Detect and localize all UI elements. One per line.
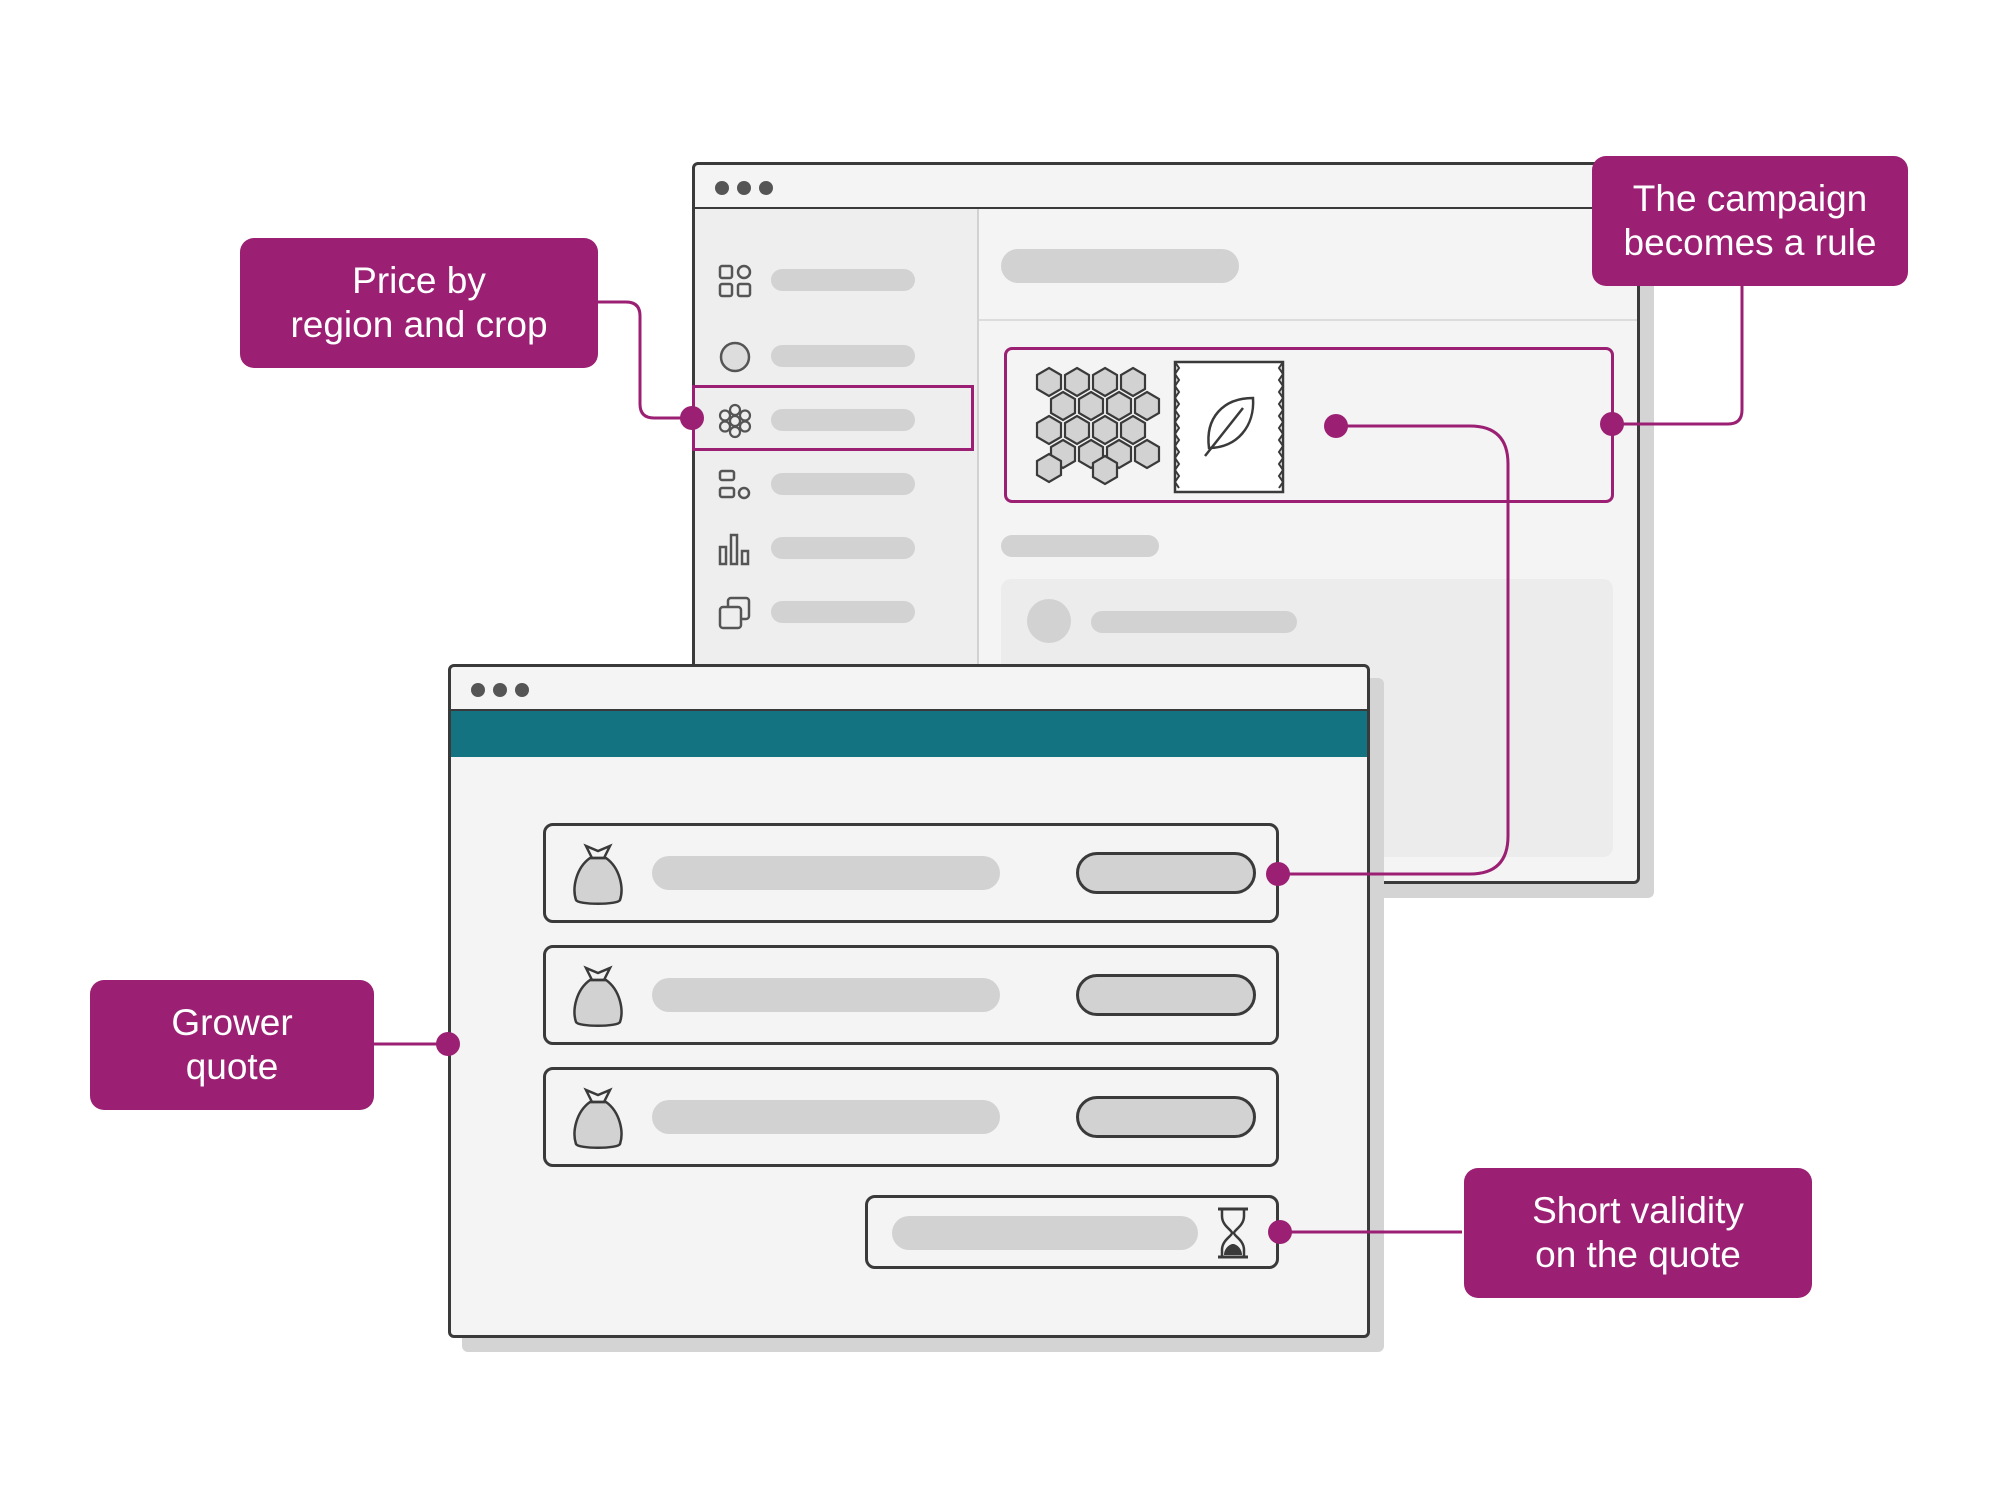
sidebar-item-copies[interactable] <box>695 581 975 645</box>
bar-chart-icon <box>718 533 750 566</box>
seed-bag-icon <box>573 843 623 905</box>
panel-text-placeholder <box>1091 611 1297 633</box>
window-dot[interactable] <box>515 683 529 697</box>
window-dot[interactable] <box>471 683 485 697</box>
quote-row[interactable] <box>543 823 1279 923</box>
quote-header-bar <box>451 711 1367 757</box>
sidebar-item-shapes[interactable] <box>695 453 975 517</box>
window-dot[interactable] <box>715 181 729 195</box>
window-dot[interactable] <box>737 181 751 195</box>
avatar <box>1027 599 1071 643</box>
seed-bag-icon <box>573 1087 623 1149</box>
sidebar-item-label <box>771 269 915 291</box>
circle-icon <box>719 341 751 373</box>
seed-bag-icon <box>573 965 623 1027</box>
sidebar-item-label <box>771 345 915 367</box>
quote-item-placeholder <box>652 856 1000 890</box>
flower-icon <box>718 403 752 439</box>
callout-text: The campaign becomes a rule <box>1623 178 1877 263</box>
callout-short-validity: Short validity on the quote <box>1464 1168 1812 1298</box>
quote-row[interactable] <box>543 1067 1279 1167</box>
connector-dot <box>680 406 704 430</box>
connector-campaign-to-quote <box>1278 424 1510 876</box>
seed-packet-leaf-icon <box>1173 360 1285 494</box>
sidebar-item-crops[interactable] <box>695 389 975 453</box>
quote-window <box>448 664 1370 1338</box>
quote-item-placeholder <box>652 1100 1000 1134</box>
hourglass-icon <box>1218 1207 1248 1259</box>
admin-window-titlebar <box>695 165 1637 209</box>
callout-text: Grower quote <box>171 1002 293 1087</box>
connector-dot <box>436 1032 460 1056</box>
sidebar-item-label <box>771 601 915 623</box>
window-dot[interactable] <box>759 181 773 195</box>
sidebar-item-profile[interactable] <box>695 325 975 389</box>
sidebar-item-label <box>771 473 915 495</box>
connector-dot <box>1266 862 1290 886</box>
sidebar-item-dashboard[interactable] <box>695 249 975 313</box>
copy-icon <box>718 596 751 630</box>
campaign-card[interactable] <box>1004 347 1614 503</box>
validity-placeholder <box>892 1216 1198 1250</box>
sidebar-item-label <box>771 409 915 431</box>
callout-text: Price by region and crop <box>290 260 548 345</box>
callout-grower-quote: Grower quote <box>90 980 374 1110</box>
quote-price-button[interactable] <box>1076 852 1256 894</box>
callout-price-by-region: Price by region and crop <box>240 238 598 368</box>
connector-dot <box>1324 414 1348 438</box>
quote-item-placeholder <box>652 978 1000 1012</box>
quote-row[interactable] <box>543 945 1279 1045</box>
validity-bar[interactable] <box>865 1195 1279 1269</box>
quote-window-titlebar <box>451 667 1367 711</box>
connector-dot <box>1600 412 1624 436</box>
sidebar-item-reports[interactable] <box>695 517 975 581</box>
section-label-placeholder <box>1001 535 1159 557</box>
connector-dot <box>1268 1220 1292 1244</box>
grid-icon <box>718 264 752 298</box>
quote-price-button[interactable] <box>1076 974 1256 1016</box>
shapes-icon <box>718 469 751 500</box>
honeycomb-icon <box>1035 366 1161 486</box>
window-dot[interactable] <box>493 683 507 697</box>
connector-campaign <box>1612 284 1744 426</box>
callout-campaign-rule: The campaign becomes a rule <box>1592 156 1908 286</box>
callout-text: Short validity on the quote <box>1532 1190 1744 1275</box>
connector-price <box>596 300 692 420</box>
sidebar-item-label <box>771 537 915 559</box>
quote-price-button[interactable] <box>1076 1096 1256 1138</box>
content-divider <box>979 319 1637 321</box>
page-title-placeholder <box>1001 249 1239 283</box>
